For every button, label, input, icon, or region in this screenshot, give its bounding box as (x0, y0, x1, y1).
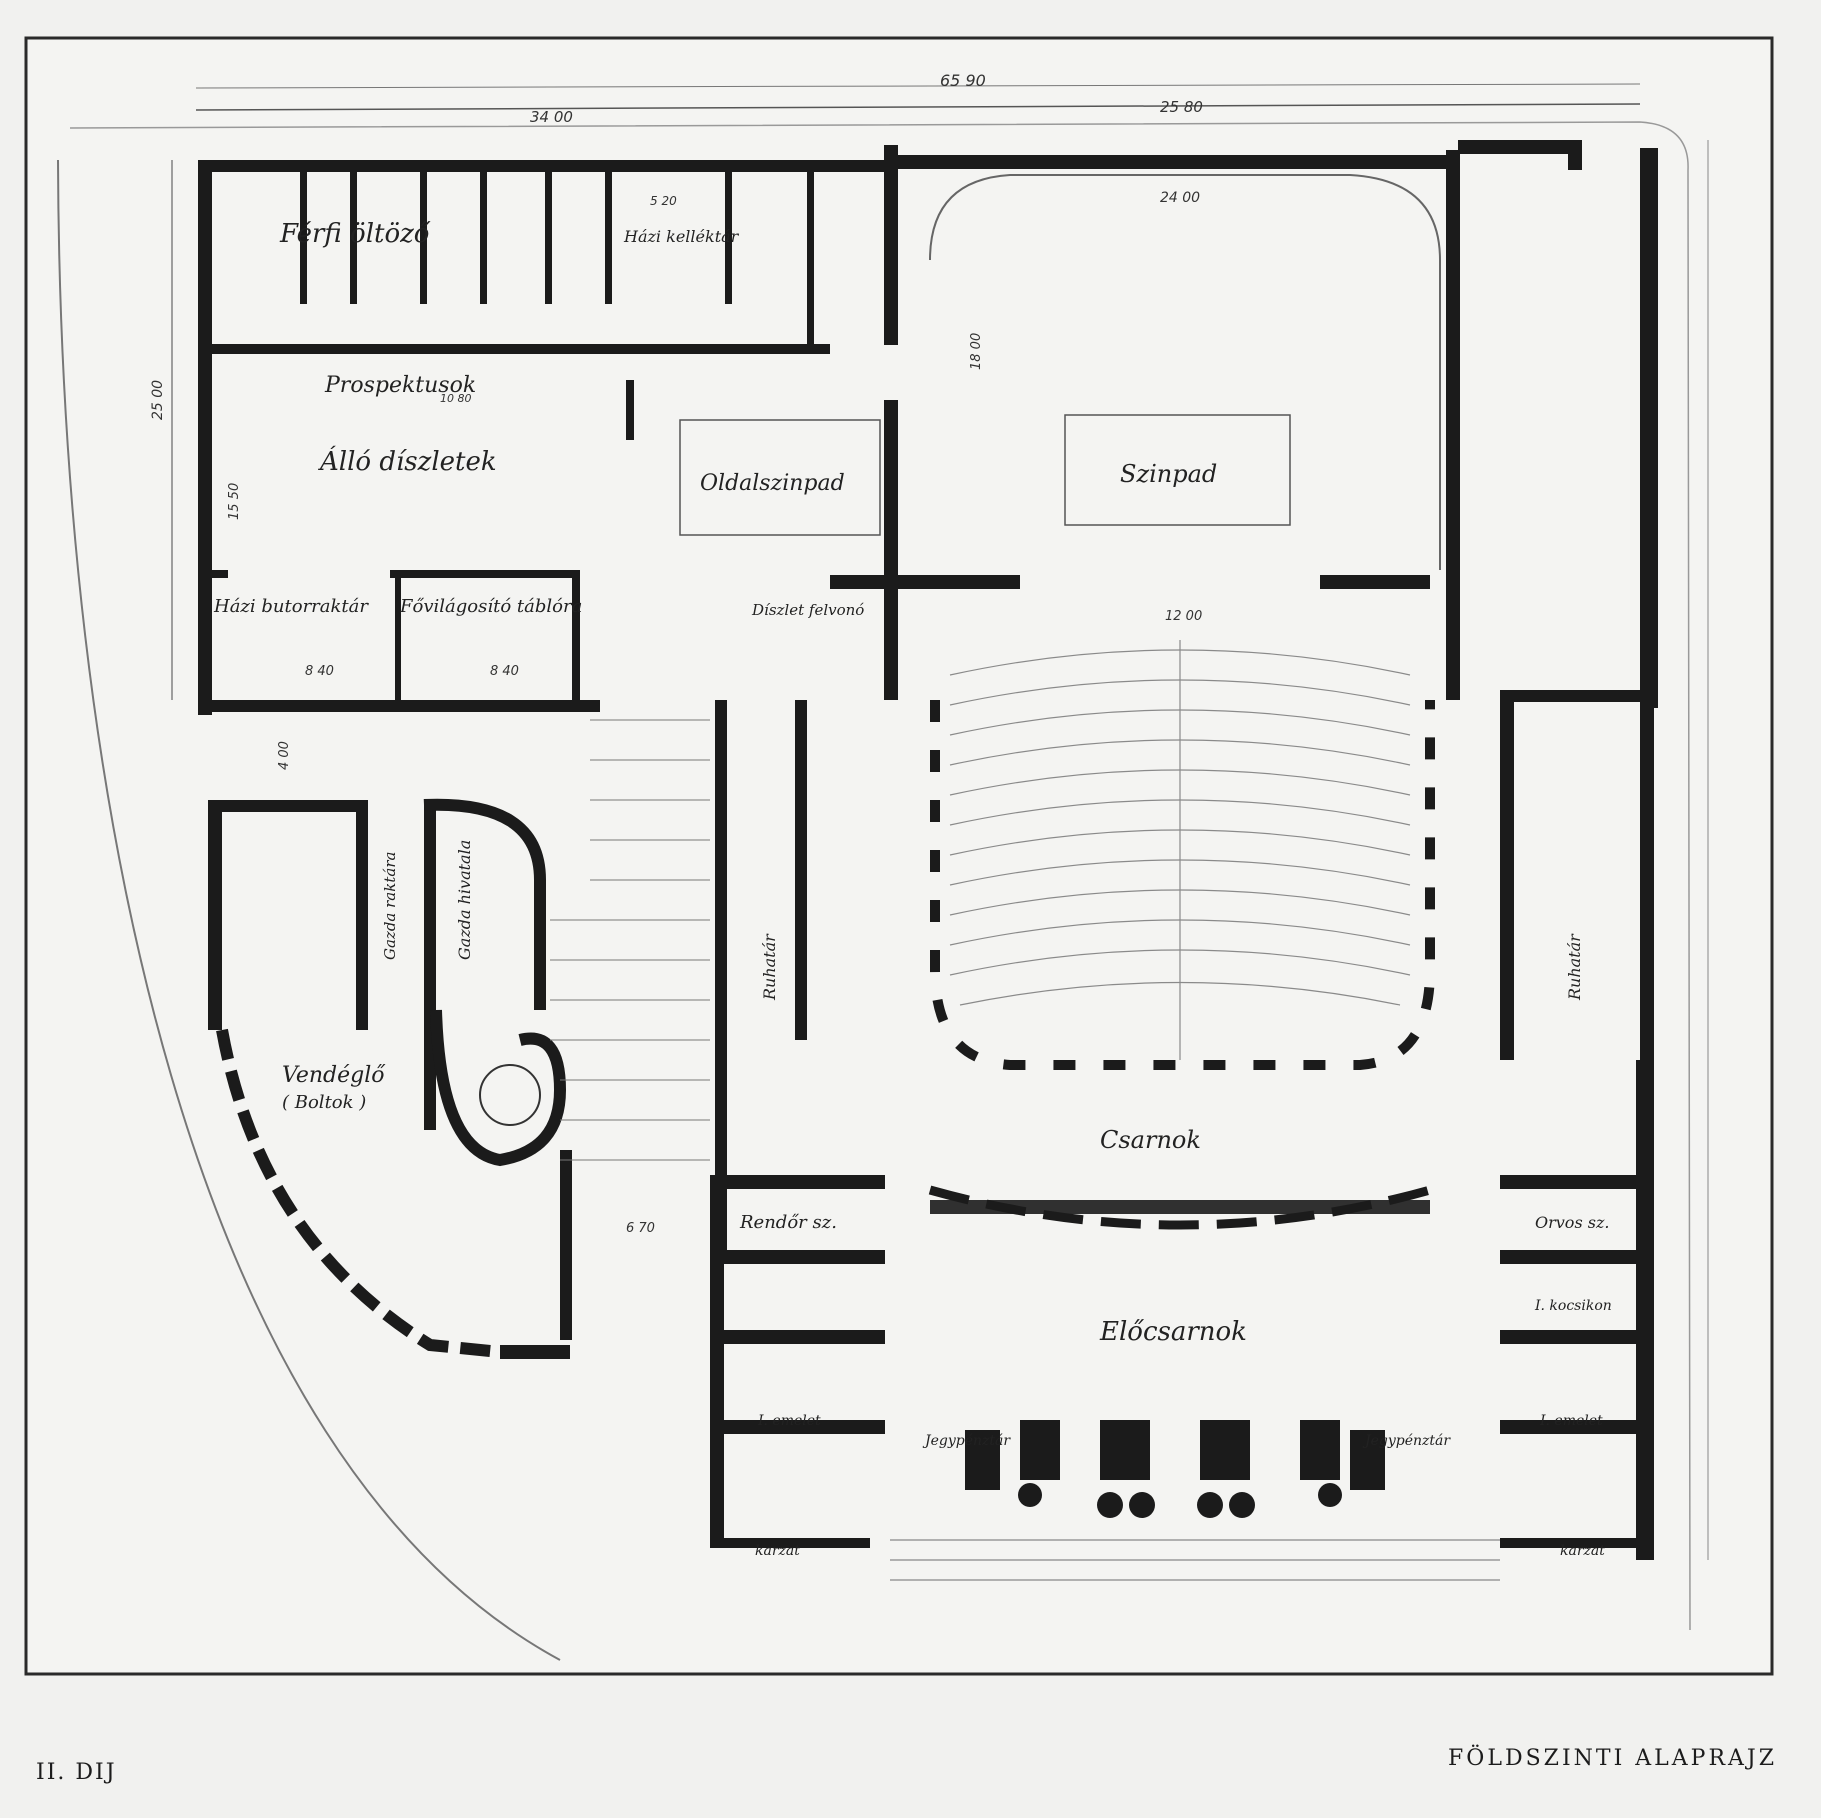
dim-store-a: 8 40 (305, 664, 334, 679)
restaurant-curved-wall (216, 1028, 501, 1358)
label-oldalszinpad: Oldalszinpad (700, 471, 845, 496)
dim-stage-depth: 18 00 (969, 333, 984, 370)
dim-right: 25 80 (1160, 98, 1203, 116)
label-ferfi-oltozo: Férfi öltöző (279, 219, 431, 249)
dim-depth: 25 00 (150, 380, 166, 420)
site-outline-top (69, 121, 1691, 1631)
dim-store-b: 8 40 (490, 664, 519, 679)
plan-title-caption: FÖLDSZINTI ALAPRAJZ (1448, 1746, 1777, 1771)
label-gazda-raktara: Gazda raktára (381, 852, 399, 960)
label-allo-diszletek: Álló díszletek (318, 445, 497, 477)
walls (198, 140, 1658, 1560)
label-ruhatar-right: Ruhatár (1565, 933, 1584, 1001)
dimension-line-top (195, 103, 1641, 111)
label-elocsarnok: Előcsarnok (1099, 1317, 1247, 1347)
label-hazi-kellektar: Házi kelléktár (623, 227, 740, 246)
seat-rows (949, 640, 1411, 1060)
dim-total: 65 90 (940, 71, 986, 90)
site-outline-curve (57, 159, 561, 1661)
dim-stair: 6 70 (626, 1221, 655, 1236)
prize-caption: II. DIJ (36, 1760, 117, 1785)
dimension-line-top2 (195, 83, 1641, 89)
dim-kellektar: 5 20 (650, 194, 677, 208)
label-jegypenztar-left: Jegypénztár (922, 1433, 1011, 1449)
gazda-curve (423, 798, 546, 1010)
main-stair (550, 719, 710, 1161)
dimension-annotations: 65 90 34 00 25 80 24 00 18 00 25 00 15 5… (150, 71, 1203, 1236)
auditorium-horseshoe (930, 700, 1435, 1070)
spiral-stair (479, 1064, 541, 1126)
side-stage-platform (679, 419, 881, 536)
dim-prospektus: 10 80 (440, 392, 472, 405)
front-steps (890, 1539, 1500, 1581)
label-rendor: Rendőr sz. (739, 1212, 837, 1233)
label-kocsikon: I. kocsikon (1534, 1298, 1612, 1314)
label-orvos: Orvos sz. (1535, 1213, 1609, 1232)
stage-outline (929, 174, 1441, 570)
label-gazda-hivatala: Gazda hivatala (455, 840, 474, 960)
stair-drum (430, 1009, 567, 1167)
label-hazi-butorraktar: Házi butorraktár (213, 596, 369, 617)
label-fovilagosito: Fővilágosító táblóra (399, 596, 582, 617)
dim-wing: 15 50 (227, 483, 242, 520)
label-karzat-left: karzat (755, 1543, 800, 1559)
stage-platform (1064, 414, 1291, 526)
label-szinpad: Szinpad (1120, 460, 1217, 488)
label-karzat-right: karzat (1560, 1543, 1605, 1559)
label-emelet-right: I. emelet (1539, 1413, 1603, 1429)
label-csarnok: Csarnok (1100, 1126, 1201, 1154)
dim-corridor: 4 00 (277, 741, 292, 770)
room-labels: Szinpad Oldalszinpad Prospektusok Álló d… (213, 219, 1612, 1559)
label-jegypenztar-right: Jegypénztár (1362, 1433, 1451, 1449)
label-vendeglo-sub: ( Boltok ) (282, 1092, 366, 1113)
dim-proscenium: 12 00 (1165, 609, 1202, 624)
dim-left: 34 00 (530, 108, 573, 126)
csarnok-wall (928, 1185, 1432, 1230)
dim-stage-width: 24 00 (1160, 190, 1200, 206)
label-emelet-left: I. emelet (757, 1413, 821, 1429)
sheet-border (24, 36, 1774, 1676)
label-ruhatar-left: Ruhatár (760, 933, 779, 1001)
label-prospektusok: Prospektusok (324, 373, 476, 398)
label-diszlet-felvono: Díszlet felvonó (751, 601, 864, 619)
label-vendeglo: Vendéglő (282, 1063, 386, 1088)
